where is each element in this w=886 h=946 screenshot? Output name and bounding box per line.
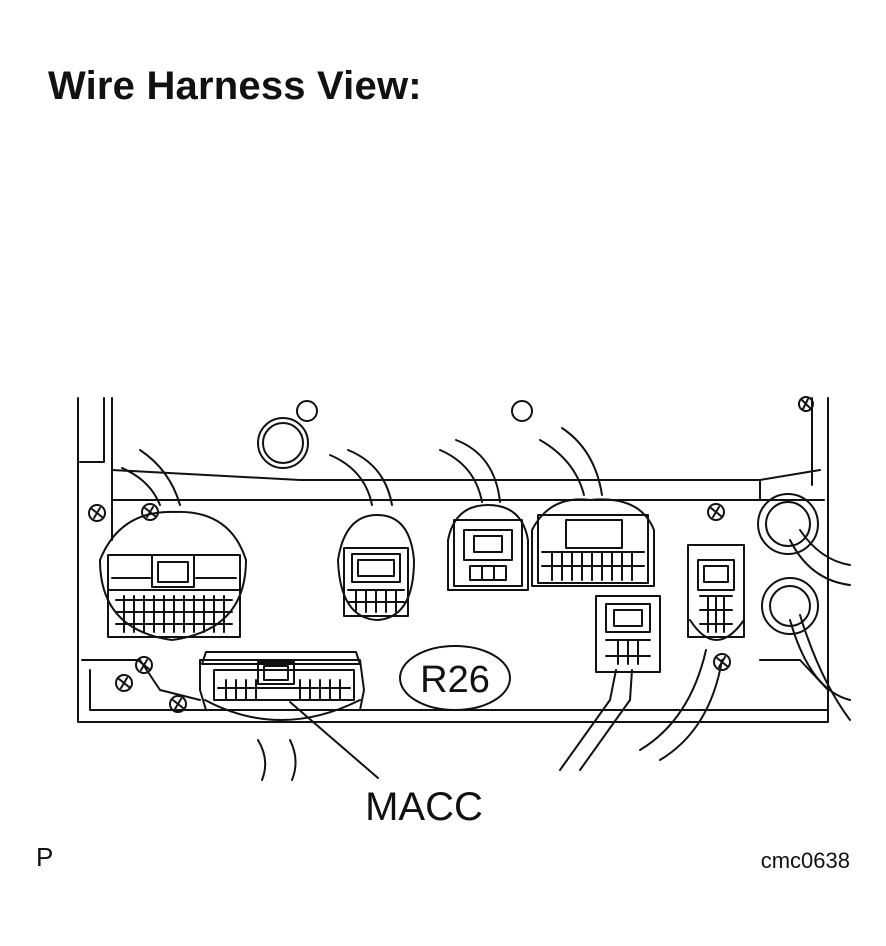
grommets bbox=[757, 493, 851, 721]
connector-label: R26 bbox=[420, 659, 490, 701]
screw-icon bbox=[707, 503, 725, 521]
callout-label: MACC bbox=[365, 785, 483, 829]
connector-left bbox=[99, 510, 247, 641]
macc-callout-line bbox=[289, 701, 379, 779]
screw-icon bbox=[88, 504, 106, 522]
lower-wires bbox=[559, 649, 723, 771]
page-title: Wire Harness View: bbox=[48, 64, 422, 108]
screws bbox=[88, 396, 814, 713]
screw-icon bbox=[135, 656, 153, 674]
connector-2 bbox=[337, 514, 415, 621]
screw-icon bbox=[115, 674, 133, 692]
connector-6 bbox=[595, 595, 661, 673]
connector-5 bbox=[687, 544, 745, 641]
screw-icon bbox=[798, 396, 814, 412]
connector-4 bbox=[531, 498, 655, 587]
connector-label-ellipse bbox=[399, 645, 511, 711]
connector-3 bbox=[447, 504, 529, 591]
mounting-holes bbox=[257, 400, 533, 469]
corner-mark: P bbox=[36, 842, 54, 872]
harness-wires bbox=[121, 427, 603, 506]
macc-connector bbox=[199, 651, 365, 781]
screw-icon bbox=[169, 695, 187, 713]
figure-code: cmc0638 bbox=[760, 848, 850, 873]
screw-icon bbox=[141, 503, 159, 521]
